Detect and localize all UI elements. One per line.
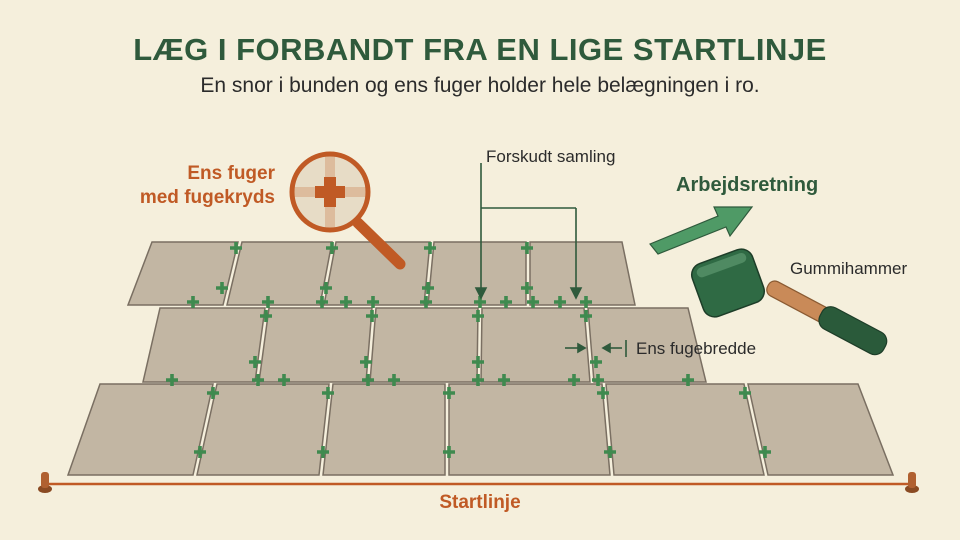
- tile: [529, 241, 636, 306]
- spacer-cross: [252, 374, 264, 386]
- tile: [427, 241, 527, 306]
- spacer-cross: [420, 296, 432, 308]
- spacer-cross: [316, 296, 328, 308]
- spacer-cross: [521, 282, 533, 294]
- spacer-cross: [166, 374, 178, 386]
- spacer-cross: [554, 296, 566, 308]
- spacer-cross: [326, 242, 338, 254]
- spacer-cross: [604, 446, 616, 458]
- tile: [196, 383, 330, 476]
- tile: [226, 241, 333, 306]
- joint-spacers: [166, 242, 771, 458]
- tile: [448, 383, 611, 476]
- tile: [605, 383, 765, 476]
- stake-right: [908, 472, 916, 488]
- spacer-cross: [527, 296, 539, 308]
- direction-arrow-icon: [649, 206, 754, 255]
- spacer-cross: [317, 446, 329, 458]
- fugekryds-callout: Ens fuger med fugekryds: [100, 162, 275, 210]
- spacer-cross: [500, 296, 512, 308]
- forskudt-label: Forskudt samling: [486, 147, 616, 166]
- fugekryds-line2: med fugekryds: [139, 187, 275, 208]
- spacer-cross: [443, 446, 455, 458]
- spacer-cross: [521, 242, 533, 254]
- spacer-cross: [216, 282, 228, 294]
- spacer-cross: [207, 387, 219, 399]
- rubber-mallet-icon: [690, 248, 888, 356]
- page-title: LÆG I FORBANDT FRA EN LIGE STARTLINJE: [133, 32, 827, 67]
- tile: [323, 241, 431, 306]
- forskudt-leader: [474, 163, 583, 300]
- spacer-cross: [422, 282, 434, 294]
- gummihammer-label: Gummihammer: [790, 259, 908, 278]
- start-string: [38, 472, 919, 493]
- spacer-cross: [592, 374, 604, 386]
- spacer-cross: [739, 387, 751, 399]
- spacer-cross: [367, 296, 379, 308]
- tile: [587, 307, 707, 383]
- spacer-cross: [360, 356, 372, 368]
- tile-row-bottom: [66, 383, 895, 476]
- stake-left: [41, 472, 49, 488]
- tile: [747, 383, 895, 476]
- spacer-cross: [278, 374, 290, 386]
- spacer-cross: [472, 310, 484, 322]
- page-subtitle: En snor i bunden og ens fuger holder hel…: [200, 74, 760, 97]
- spacer-cross: [597, 387, 609, 399]
- spacer-cross: [498, 374, 510, 386]
- tile: [66, 383, 214, 476]
- spacer-cross: [388, 374, 400, 386]
- tile: [369, 307, 479, 383]
- fugebredde-label: Ens fugebredde: [636, 339, 757, 358]
- spacer-cross: [443, 387, 455, 399]
- spacer-cross: [759, 446, 771, 458]
- spacer-cross: [580, 296, 592, 308]
- spacer-cross: [230, 242, 242, 254]
- fugekryds-line1: Ens fuger: [187, 163, 275, 184]
- joint-width-marker: [565, 340, 627, 357]
- spacer-cross: [249, 356, 261, 368]
- spacer-cross: [340, 296, 352, 308]
- spacer-cross: [682, 374, 694, 386]
- spacer-cross: [262, 296, 274, 308]
- spacer-cross: [260, 310, 272, 322]
- startlinje-label: Startlinje: [439, 492, 521, 513]
- spacer-cross: [362, 374, 374, 386]
- spacer-cross: [590, 356, 602, 368]
- tile-row-middle: [142, 307, 707, 383]
- spacer-cross: [320, 282, 332, 294]
- spacer-cross: [472, 356, 484, 368]
- tile-row-top: [126, 241, 636, 306]
- spacer-cross: [568, 374, 580, 386]
- tile: [126, 241, 239, 306]
- magnifier-icon: [289, 151, 406, 270]
- spacer-cross: [366, 310, 378, 322]
- arbejdsretning-label: Arbejdsretning: [676, 174, 819, 196]
- tile: [142, 307, 266, 383]
- spacer-cross: [580, 310, 592, 322]
- spacer-cross: [322, 387, 334, 399]
- tile: [258, 307, 373, 383]
- tile: [322, 383, 446, 476]
- spacer-cross: [194, 446, 206, 458]
- tile: [480, 307, 591, 383]
- spacer-cross: [472, 374, 484, 386]
- spacer-cross: [424, 242, 436, 254]
- spacer-cross: [187, 296, 199, 308]
- spacer-cross: [474, 296, 486, 308]
